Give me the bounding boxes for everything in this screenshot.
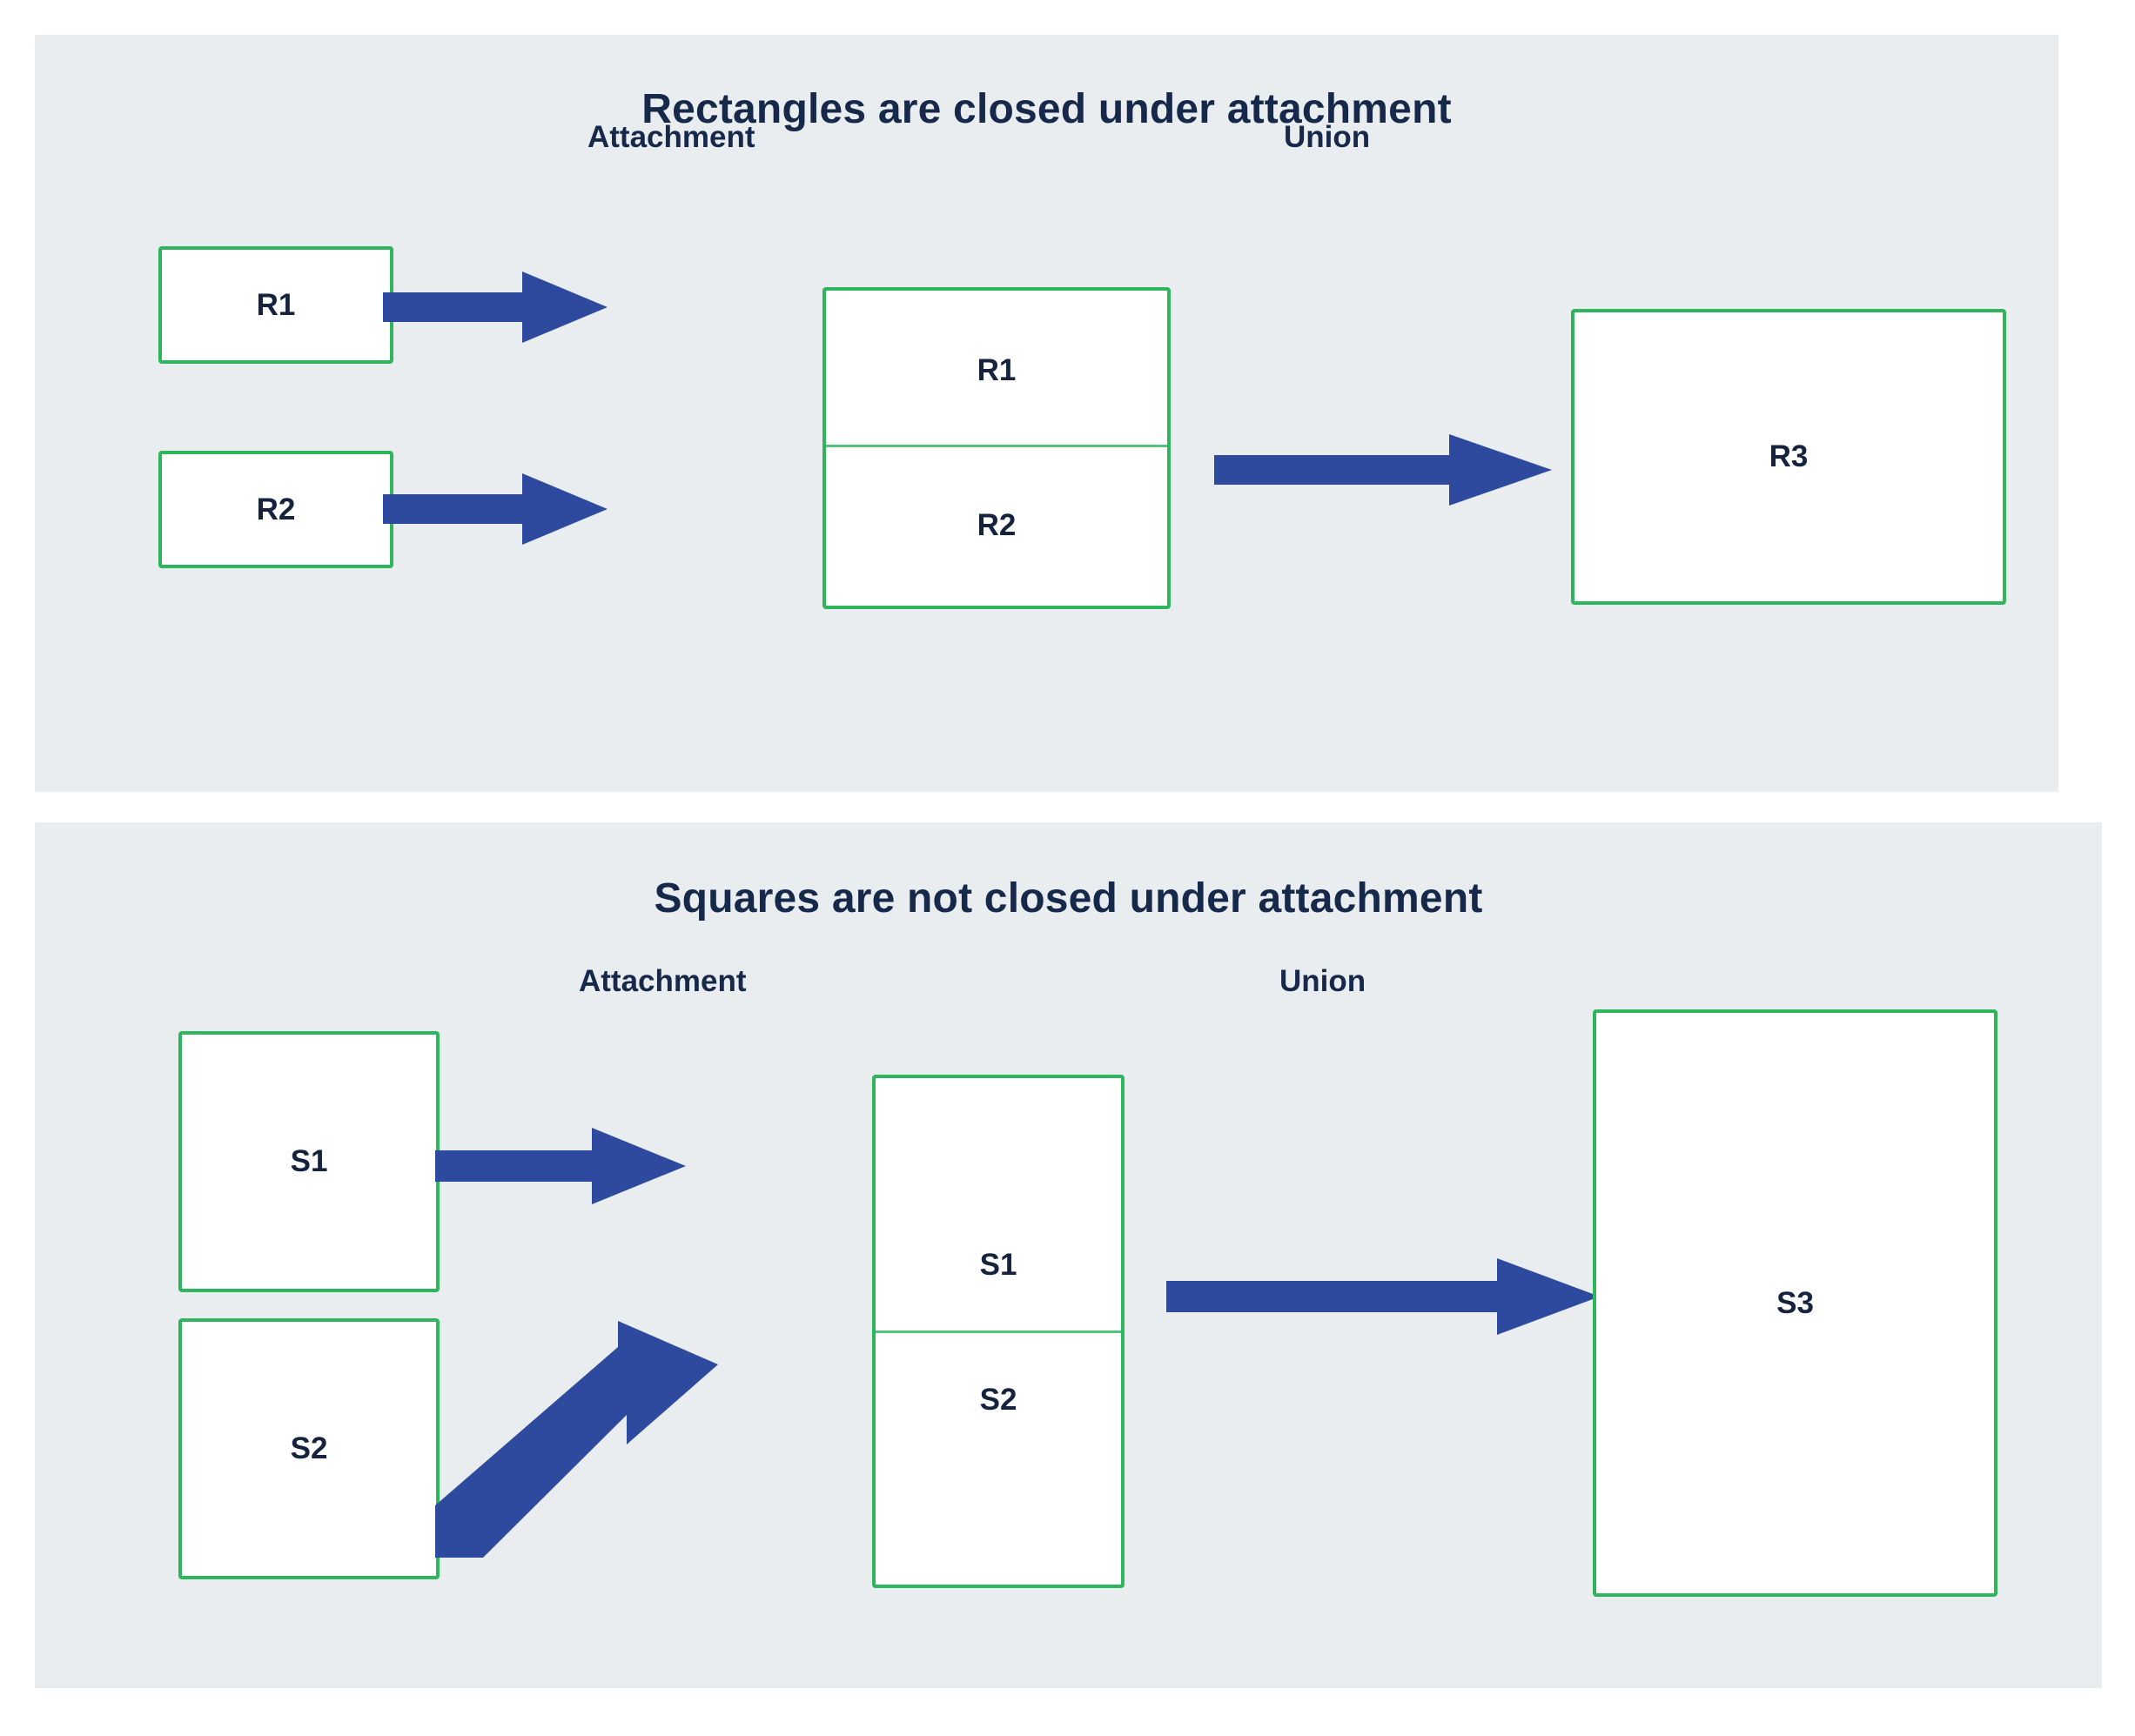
arrow-attach-r1 [383, 268, 609, 346]
box-s2-attached-label: S2 [979, 1383, 1017, 1417]
box-s2-input[interactable]: S2 [178, 1318, 440, 1579]
box-r2-attached-label: R2 [977, 508, 1017, 542]
label-attachment-rectangles: Attachment [587, 120, 755, 154]
panel-rectangles: Rectangles are closed under attachment A… [35, 35, 2058, 792]
arrow-union-squares [1166, 1253, 1601, 1340]
box-r1-r2-attached[interactable]: R1 R2 [822, 287, 1171, 609]
box-s2-input-label: S2 [290, 1431, 328, 1465]
label-union-rectangles: Union [1284, 120, 1371, 154]
box-r3-result[interactable]: R3 [1571, 309, 2006, 605]
box-s3-result[interactable]: S3 [1593, 1009, 1997, 1597]
panel-squares: Squares are not closed under attachment … [35, 822, 2102, 1688]
box-r2-input-label: R2 [256, 492, 296, 526]
box-s1-attached-label: S1 [979, 1248, 1017, 1282]
box-r2-input[interactable]: R2 [158, 451, 393, 568]
box-r1-input-label: R1 [256, 287, 296, 322]
box-s3-result-label: S3 [1776, 1285, 1814, 1320]
box-s1-input[interactable]: S1 [178, 1031, 440, 1292]
box-s1-input-label: S1 [290, 1144, 328, 1178]
panel-squares-title: Squares are not closed under attachment [654, 875, 1483, 922]
attached-divider-squares [876, 1330, 1121, 1333]
attached-divider-rectangles [826, 445, 1167, 447]
panel-rectangles-title: Rectangles are closed under attachment [641, 86, 1452, 132]
label-attachment-squares: Attachment [579, 964, 747, 998]
box-r3-result-label: R3 [1769, 439, 1809, 473]
arrow-union-rectangles [1214, 431, 1554, 509]
box-r1-input[interactable]: R1 [158, 246, 393, 364]
label-union-squares: Union [1279, 964, 1366, 998]
arrow-attach-s2-diagonal [431, 1218, 727, 1558]
arrow-attach-s1 [435, 1123, 688, 1210]
box-r1-attached-label: R1 [977, 353, 1017, 387]
arrow-attach-r2 [383, 470, 609, 548]
box-s1-s2-attached[interactable]: S1 S2 [872, 1075, 1125, 1588]
